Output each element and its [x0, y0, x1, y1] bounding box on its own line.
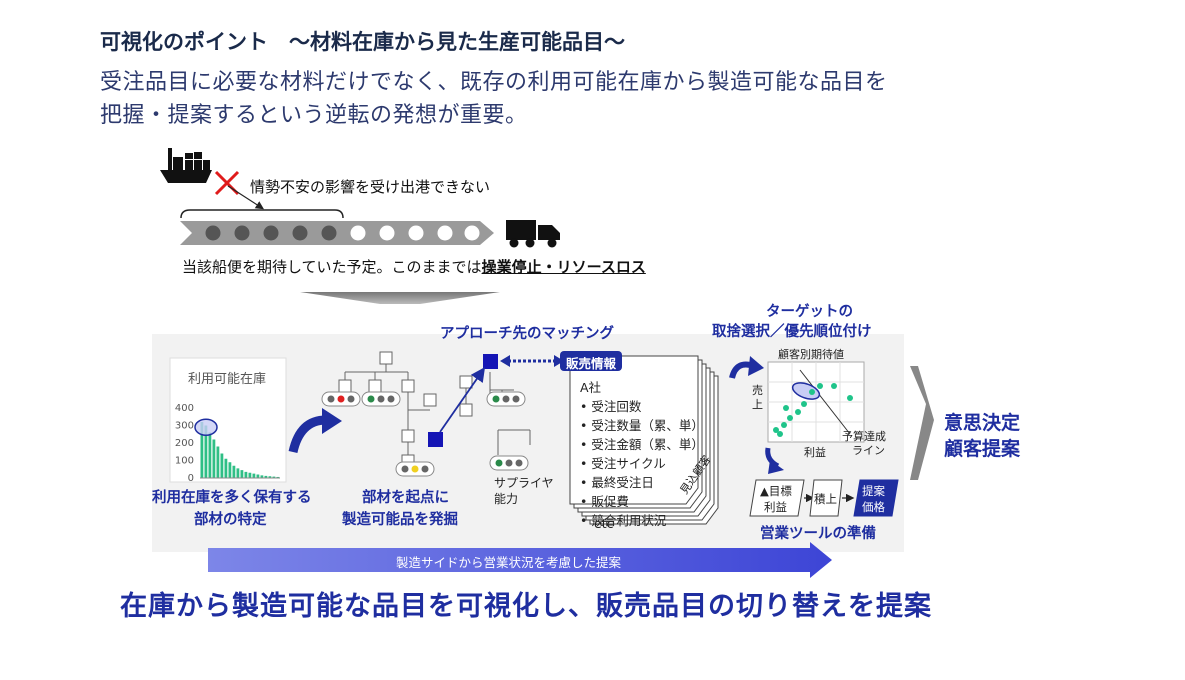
bracket-line: [180, 209, 344, 219]
shipping-note: 当該船便を期待していた予定。このままでは操業停止・リソースロス: [182, 256, 646, 277]
sales-info-item: • 受注回数: [580, 399, 642, 414]
target-title-line2: 取捨選択／優先順位付け: [712, 324, 872, 340]
matching-title: アプローチ先のマッチング: [440, 326, 614, 342]
stock-bar: [204, 425, 208, 478]
sales-info-etc: etc: [594, 516, 614, 531]
target-chart-title: 顧客別期待値: [778, 348, 844, 361]
tool-box2: 積上: [814, 492, 837, 506]
decision-line2: 顧客提案: [944, 438, 1021, 460]
truck-icon: [506, 220, 560, 248]
supplier-line2: 能力: [494, 492, 519, 506]
tool-box1-line1: ▲目標: [760, 484, 792, 498]
step2-line2: 製造可能品を発掘: [342, 512, 458, 528]
sales-tools: [749, 479, 899, 517]
stock-chart: 0 100 200 300 400: [175, 403, 280, 484]
step2-line1: 部材を起点に: [362, 490, 449, 506]
stock-bar: [224, 458, 228, 478]
target-title-line1: ターゲットの: [766, 304, 853, 320]
curve-arrow-step1: [288, 415, 327, 454]
sales-info-item: • 販促費: [580, 494, 629, 509]
stock-highlight: [194, 418, 218, 436]
stock-bar: [228, 462, 232, 478]
tool-box3-line1: 提案: [862, 484, 885, 498]
ship-icon: [160, 148, 212, 183]
process-band-arrow: [208, 542, 832, 578]
subtitle-line-2: 把握・提案するという逆転の発想が重要。: [100, 103, 528, 128]
product-node: [483, 354, 498, 369]
sales-info-list: • 受注回数 • 受注数量（累、単） • 受注金額（累、単） • 受注サイクル …: [580, 397, 704, 530]
down-arrowhead-tools: [768, 460, 784, 474]
shipping-note-prefix: 当該船便を期待していた予定。このままでは: [182, 258, 482, 276]
sales-info-item: • 受注金額（累、単）: [580, 437, 704, 452]
sales-info-company: A社: [580, 380, 602, 395]
target-x-axis: 利益: [804, 446, 826, 459]
sales-info-item: • 競合利用状況: [580, 513, 667, 528]
sales-info-item: • 受注サイクル: [580, 456, 666, 471]
shipment-conveyor: [180, 221, 494, 245]
stock-bar: [212, 439, 216, 478]
step1-line2: 部材の特定: [194, 512, 267, 528]
stock-chart-tick: 300: [175, 421, 194, 432]
sales-info-item: • 最終受注日: [580, 475, 654, 490]
target-budget-1: 予算達成: [842, 430, 886, 443]
stock-chart-tick: 100: [175, 456, 194, 467]
stock-bar: [200, 422, 204, 478]
sales-info-item: • 受注数量（累、単）: [580, 418, 704, 433]
target-y-axis-1: 売: [752, 384, 763, 397]
pointer-line: [227, 185, 265, 210]
stock-bar: [276, 476, 280, 478]
band-label: 製造サイドから営業状況を考慮した提案: [396, 555, 622, 570]
sales-info-label: 販売情報: [566, 356, 617, 371]
stock-bar: [244, 471, 248, 478]
stock-chart-tick: 200: [175, 438, 194, 449]
stock-chart-title: 利用可能在庫: [188, 372, 267, 387]
stock-bar: [264, 475, 268, 478]
stock-chart-tick: 400: [175, 403, 194, 414]
stock-bar: [248, 472, 252, 478]
stock-chart-frame: [169, 357, 287, 483]
curve-arrowhead-step1: [322, 408, 342, 434]
target-y-axis-2: 上: [752, 398, 763, 411]
material-to-product-arrow: [439, 367, 486, 433]
stock-bar: [236, 468, 240, 478]
stock-bar: [260, 475, 264, 478]
stock-chart-tick: 0: [188, 473, 194, 484]
conclusion-text: 在庫から製造可能な品目を可視化し、販売品目の切り替えを提案: [120, 591, 932, 622]
step1-line1: 利用在庫を多く保有する: [152, 490, 312, 506]
curve-arrowhead-target: [748, 356, 764, 376]
target-budget-2: ライン: [852, 444, 885, 457]
stock-bar: [208, 432, 212, 478]
stock-bar: [220, 453, 224, 478]
stock-bar: [256, 474, 260, 478]
subtitle-line-1: 受注品目に必要な材料だけでなく、既存の利用可能在庫から製造可能な品目を: [100, 70, 888, 95]
tools-caption: 営業ツールの準備: [760, 526, 876, 542]
page-title: 可視化のポイント ～材料在庫から見た生産可能品目～: [100, 30, 625, 54]
sales-info-badge: [560, 351, 622, 371]
shipping-note-emphasis: 操業停止・リソースロス: [481, 258, 646, 276]
material-node: [428, 432, 443, 447]
decision-line1: 意思決定: [944, 412, 1021, 434]
sales-info-stack: [569, 355, 719, 525]
stock-bar: [232, 465, 236, 478]
shipping-warning: 情勢不安の影響を受け出港できない: [250, 178, 491, 196]
supplier-lights: [321, 391, 529, 477]
matching-link: [500, 355, 564, 367]
supplier-line1: サプライヤ: [494, 476, 554, 490]
converge-arrow: [300, 292, 500, 304]
decision-arrow: [910, 366, 934, 480]
tool-box1-line2: 利益: [764, 500, 787, 514]
stock-bar: [240, 470, 244, 478]
stock-bar: [272, 476, 276, 478]
stock-bar: [216, 446, 220, 478]
stock-bar: [268, 476, 272, 478]
stock-bar: [252, 473, 256, 478]
target-scatter: [767, 361, 865, 443]
tool-box3-line2: 価格: [862, 500, 885, 514]
